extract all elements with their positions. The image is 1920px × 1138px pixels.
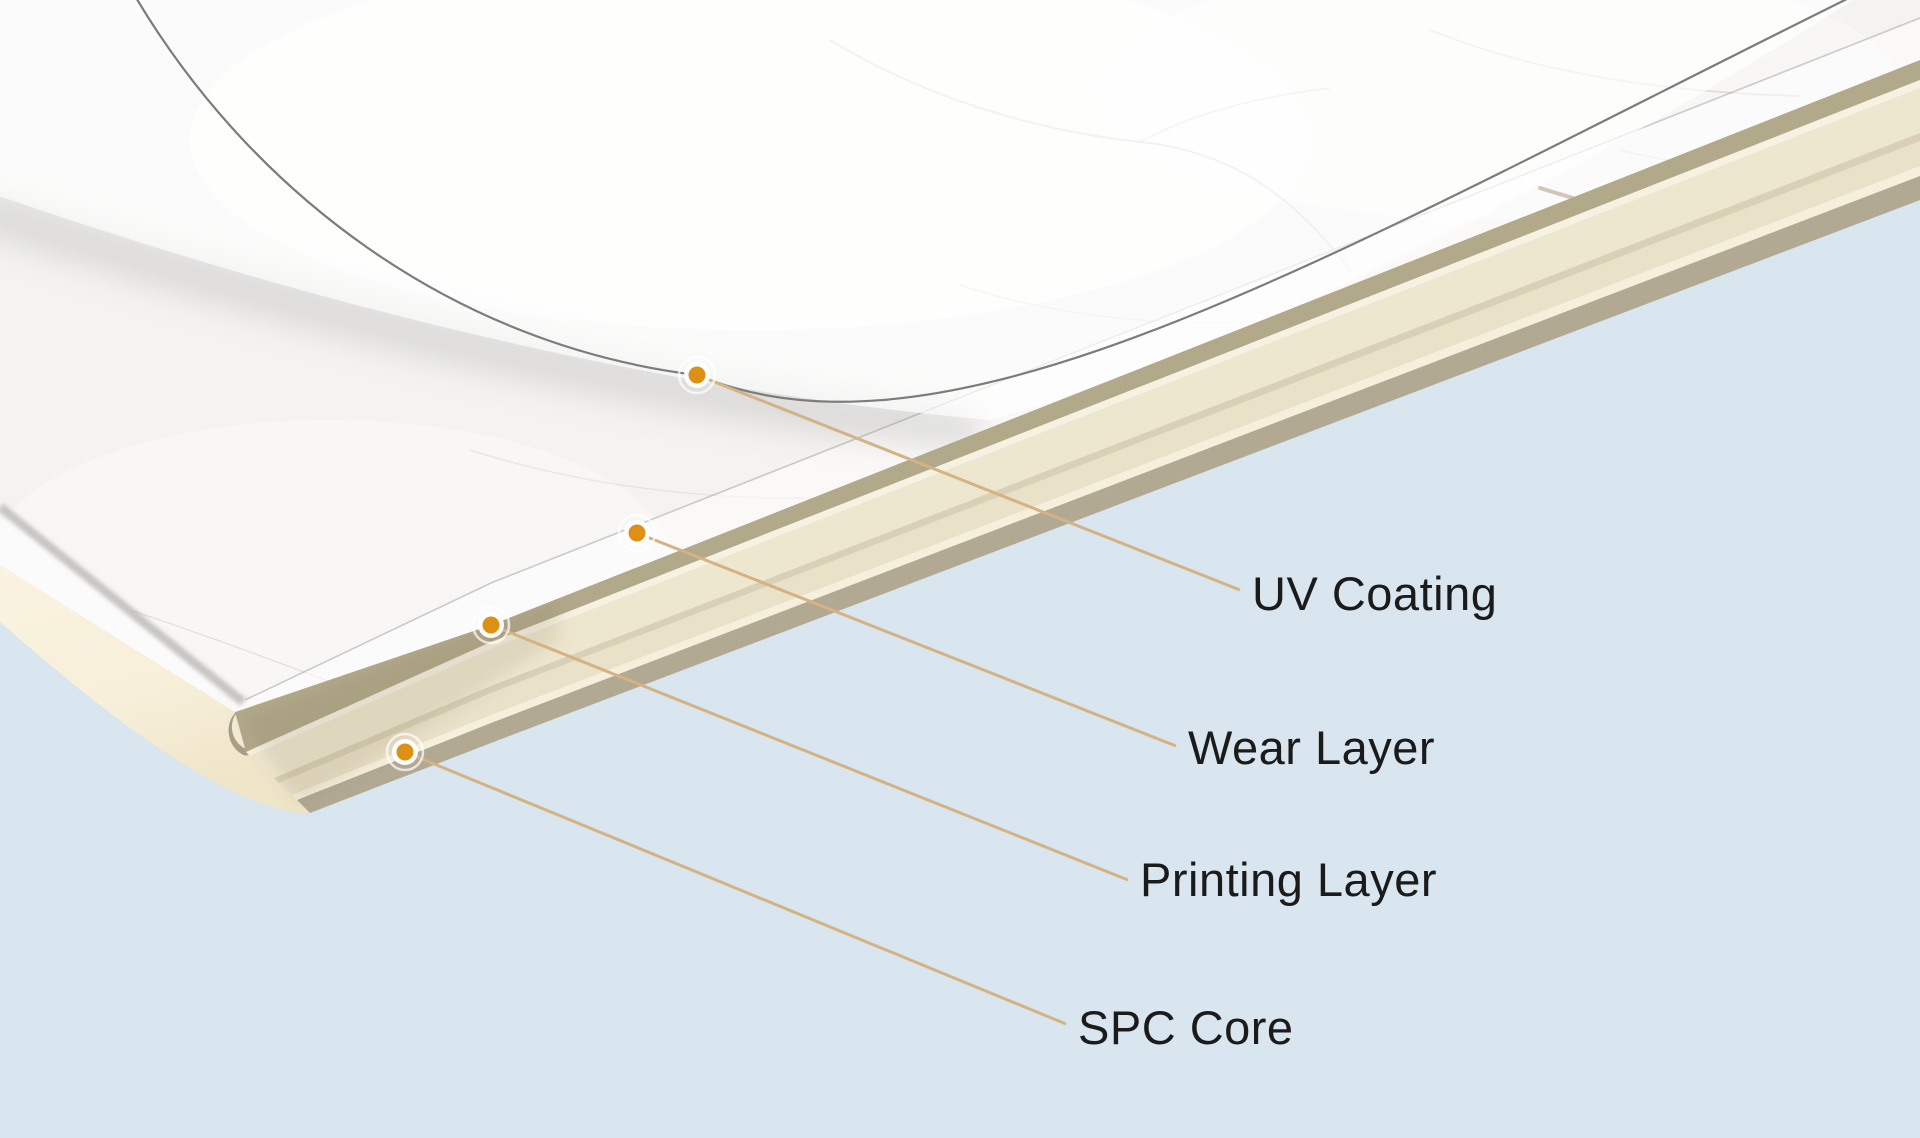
edge-band-khaki [235, 60, 1920, 752]
layer-label-wear-layer: Wear Layer [1188, 721, 1436, 774]
marker-dots [385, 355, 717, 772]
marker-dot-printing-layer [471, 605, 511, 645]
edge-band-lip-highlight [292, 166, 1920, 800]
callout-line-wear-layer [636, 531, 1177, 748]
corner-recess-shadow [240, 598, 560, 806]
callout-line-uv-coating [696, 373, 1241, 592]
plank-top-surface [0, 0, 1920, 712]
peeled-film [0, 0, 1860, 420]
edge-band-cream [250, 88, 1920, 778]
plank-end-face [0, 565, 310, 814]
marker-dot-wear-layer [617, 513, 657, 553]
layer-label-uv-coating: UV Coating [1252, 567, 1498, 620]
peel-edge-curve [136, 0, 1848, 403]
edge-band-stripe [274, 133, 1920, 783]
edge-band-highlight-top [246, 80, 1920, 756]
callout-lines [404, 373, 1241, 1026]
left-bevel-line [0, 503, 246, 706]
layer-label-spc-core: SPC Core [1078, 1001, 1294, 1054]
marker-dot-uv-coating [677, 355, 717, 395]
callout-line-printing-layer [490, 623, 1129, 882]
edge-band-cream-lower [279, 141, 1920, 795]
layer-label-printing-layer: Printing Layer [1140, 853, 1437, 906]
edge-band-gray-bottom [297, 176, 1920, 813]
marker-dot-spc-core [385, 732, 425, 772]
peel-shadow [0, 190, 982, 450]
callout-line-spc-core [404, 750, 1067, 1026]
